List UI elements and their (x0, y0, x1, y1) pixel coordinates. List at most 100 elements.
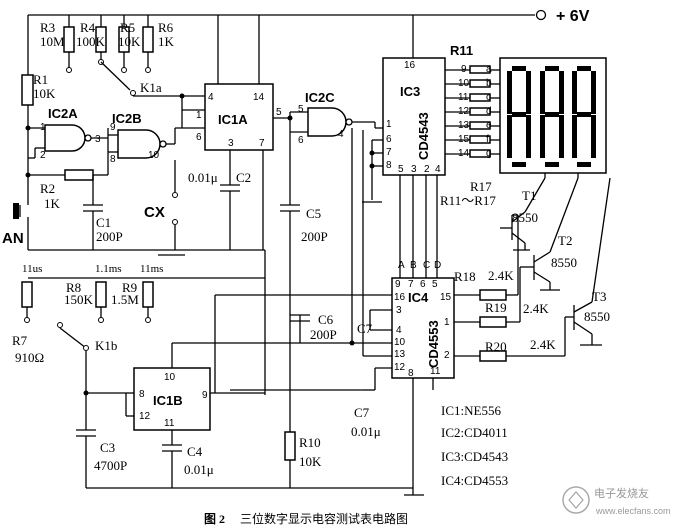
svg-text:3: 3 (396, 305, 402, 316)
svg-text:11: 11 (164, 418, 175, 429)
r2 (64, 169, 94, 181)
svg-text:f: f (486, 134, 489, 145)
segment-resistors: 9 10 11 12 13 15 14 (445, 64, 500, 159)
digit-2-segment-e (540, 115, 545, 158)
svg-text:16: 16 (404, 60, 416, 71)
ic2c-label: IC2C (305, 90, 335, 105)
ic2c-gate (307, 107, 353, 137)
cx-label: CX (144, 204, 165, 221)
svg-text:6: 6 (196, 132, 202, 143)
k1a-label: K1a (140, 80, 162, 95)
ic4-part: CD4553 (426, 320, 441, 368)
ic3-label: IC3 (400, 84, 420, 99)
digit-1-segment-d (512, 162, 526, 167)
digit-1-segment-g (512, 112, 526, 117)
r11-r17-range: R11～R17 (440, 193, 496, 208)
svg-text:5: 5 (398, 164, 404, 175)
svg-text:6: 6 (386, 134, 392, 145)
k1b-switch (59, 327, 87, 349)
r1-label: R1 (33, 72, 48, 87)
r10-label: R10 (299, 435, 321, 450)
r7 (21, 281, 33, 308)
display-digits (507, 66, 596, 167)
watermark-text-2: www.elecfans.com (595, 506, 671, 516)
r1-value: 10K (33, 86, 56, 101)
r1 (21, 74, 34, 106)
svg-text:4: 4 (208, 92, 214, 103)
r10 (284, 431, 296, 461)
r10-value: 10K (299, 454, 322, 469)
svg-text:a: a (486, 64, 492, 75)
k1a-switch (100, 61, 131, 91)
legend-ic3: IC3:CD4543 (441, 449, 508, 464)
svg-text:C: C (423, 260, 430, 271)
tap-1.1ms: 1.1ms (95, 263, 122, 275)
legend-ic4: IC4:CD4553 (441, 473, 508, 488)
c3-value: 4700P (94, 458, 127, 473)
t2-part: 8550 (551, 255, 577, 270)
ic4 (391, 277, 455, 379)
r19 (479, 316, 507, 328)
digit-1-segment-b (526, 71, 531, 114)
svg-text:12: 12 (394, 362, 406, 373)
svg-text:3: 3 (228, 138, 234, 149)
svg-text:6: 6 (298, 135, 304, 146)
svg-text:8: 8 (386, 160, 392, 171)
svg-text:15: 15 (440, 292, 452, 303)
svg-text:A: A (398, 260, 405, 271)
tap-11us: 11us (22, 263, 42, 275)
c7-value: 0.01μ (351, 424, 381, 439)
svg-text:13: 13 (394, 349, 406, 360)
r2-label: R2 (40, 181, 55, 196)
svg-text:10: 10 (164, 372, 176, 383)
svg-text:3: 3 (411, 164, 417, 175)
r8-value: 150K (64, 292, 94, 307)
r5-value: 10K (118, 34, 141, 49)
t2-label: T2 (558, 233, 572, 248)
svg-text:d: d (486, 106, 492, 117)
digit-2-segment-c (559, 115, 564, 158)
digit-2-segment-a (545, 66, 559, 71)
c4-label: C4 (187, 444, 203, 459)
r7-value: 910Ω (15, 350, 44, 365)
digit-3-segment-g (577, 112, 591, 117)
svg-text:8: 8 (110, 154, 116, 165)
r20-label: R20 (485, 339, 507, 354)
r4-value: 100K (76, 34, 106, 49)
r7-label: R7 (12, 333, 28, 348)
svg-text:5: 5 (298, 104, 304, 115)
ic1a-label: IC1A (218, 112, 248, 127)
r17-label: R17 (470, 179, 492, 194)
c6-value: 200P (310, 327, 337, 342)
svg-text:1: 1 (196, 110, 202, 121)
svg-text:5: 5 (432, 279, 438, 290)
svg-text:8: 8 (408, 368, 414, 379)
svg-text:3: 3 (95, 134, 101, 145)
ic2b-gate (117, 129, 167, 159)
t1-part: 8550 (512, 210, 538, 225)
an-switch-body (13, 203, 19, 219)
svg-text:D: D (434, 260, 441, 271)
svg-text:4: 4 (396, 325, 402, 336)
r18 (479, 289, 507, 301)
t3-part: 8550 (584, 309, 610, 324)
r6-value: 1K (158, 34, 175, 49)
ic2b-label: IC2B (112, 111, 142, 126)
resistor-bank-top (63, 15, 154, 68)
svg-text:5: 5 (276, 107, 282, 118)
svg-text:e: e (486, 120, 492, 131)
tap-11ms: 11ms (140, 263, 163, 275)
t3-label: T3 (592, 289, 606, 304)
r20-value: 2.4K (530, 337, 556, 352)
svg-text:4: 4 (338, 129, 344, 140)
svg-text:6: 6 (420, 279, 426, 290)
c4-value: 0.01μ (184, 462, 214, 477)
ic3-part: CD4543 (416, 112, 431, 160)
c7-label-inline: C7 (357, 321, 373, 336)
c2-value: 0.01μ (188, 170, 218, 185)
ic1b-label: IC1B (153, 393, 183, 408)
r8-label: R8 (66, 280, 81, 295)
digit-3-segment-d (577, 162, 591, 167)
